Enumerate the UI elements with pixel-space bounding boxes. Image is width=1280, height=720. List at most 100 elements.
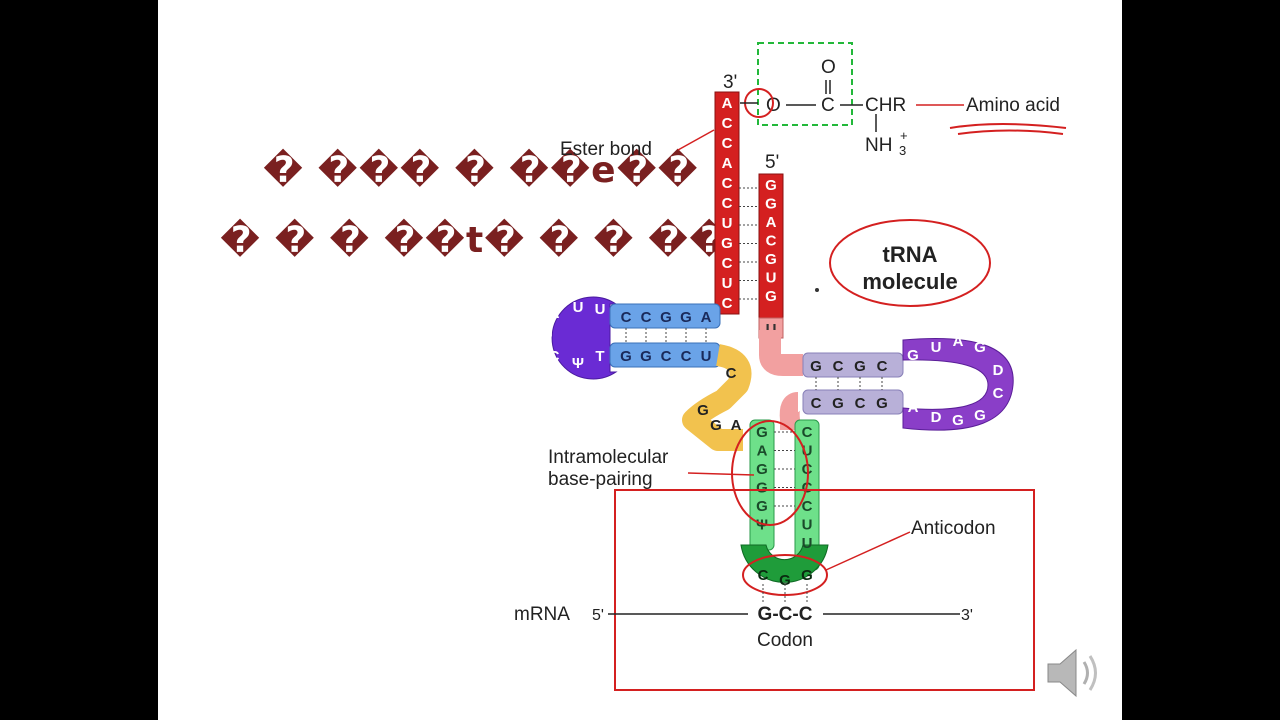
anticodon-stem-right-base: U (802, 517, 813, 534)
acceptor-right-base: A (766, 214, 777, 231)
t-stem-top (802, 352, 904, 378)
d-stem-top-base: C (621, 309, 632, 326)
anticodon-base: G (801, 567, 813, 584)
t-stem-bottom-base: C (855, 395, 866, 412)
anticodon-base: C (758, 567, 769, 584)
acceptor-left-base: U (722, 275, 733, 292)
five-prime-label: 5' (765, 152, 779, 173)
trna-label-line1: tRNA (883, 242, 938, 267)
mrna-5-label: 5' (592, 607, 604, 624)
acceptor-left-strand (714, 91, 740, 315)
overlay-text-line2: � � � ��t� � � �� (220, 220, 731, 261)
t-loop-base: A (908, 399, 919, 416)
connector-d-ac (682, 344, 752, 451)
t-stem-bottom-base: G (876, 395, 888, 412)
acceptor-left-base: C (722, 115, 733, 132)
intramolecular-circle (731, 420, 809, 526)
d-loop (551, 296, 618, 380)
acceptor-left-base: C (722, 175, 733, 192)
amino-acid-box (757, 42, 853, 126)
t-stem-bottom-base: G (832, 395, 844, 412)
t-stem-bottom (802, 389, 904, 415)
mrna-3-label: 3' (961, 607, 973, 624)
acceptor-left-base: G (721, 235, 733, 252)
connector-base: G (710, 417, 722, 434)
nh3-group: NH (865, 135, 892, 156)
trna-diagram: 3' O O C CHR NH 3 + Amino acid Ester bon… (514, 42, 1067, 691)
d-stem-top-base: G (680, 309, 692, 326)
t-loop-base: G (907, 347, 919, 364)
anticodon-label: Anticodon (911, 518, 996, 539)
codon-box (614, 489, 1035, 691)
t-loop-base: U (931, 339, 942, 356)
mrna-label: mRNA (514, 604, 570, 625)
acceptor-right-base: G (765, 196, 777, 213)
t-loop-base: G (952, 412, 964, 429)
d-loop-base: U (595, 301, 606, 318)
acceptor-left-base: C (722, 295, 733, 312)
amino-acid-label: Amino acid (966, 95, 1060, 116)
oxygen-double: O (821, 57, 836, 78)
t-loop-base: D (931, 409, 942, 426)
acceptor-right-base: G (765, 177, 777, 194)
d-stem-bottom-base: G (620, 348, 632, 365)
acceptor-right-base: G (765, 251, 777, 268)
anticodon-stem-right-base: U (802, 443, 813, 460)
d-loop-base: A (549, 305, 560, 322)
t-loop-base: A (953, 333, 964, 350)
anticodon-stem-right-base: C (802, 424, 813, 441)
t-loop-base: D (993, 362, 1004, 379)
anticodon-loop (740, 544, 829, 583)
connector-base: A (731, 417, 742, 434)
anticodon-stem-left-base: Ψ (756, 517, 768, 534)
t-loop (902, 337, 1014, 431)
anticodon-stem-right-base: C (802, 498, 813, 515)
connector-base: C (726, 365, 737, 382)
t-loop-base: G (974, 407, 986, 424)
carbon-atom: C (821, 95, 835, 116)
speaker-icon[interactable] (1044, 644, 1106, 702)
t-stem-bottom-base: C (811, 395, 822, 412)
intramolecular-label-2: base-pairing (548, 469, 653, 490)
acceptor-left-base: U (722, 215, 733, 232)
t-loop-base: C (993, 385, 1004, 402)
intramolecular-label-1: Intramolecular (548, 447, 669, 468)
acceptor-stub (759, 330, 803, 376)
acceptor-right-base: C (766, 233, 777, 250)
codon-sequence: G-C-C (758, 604, 813, 625)
nh3-subscript: 3 (899, 143, 906, 158)
three-prime-label: 3' (723, 72, 737, 93)
nh3-superscript: + (900, 128, 908, 143)
d-loop-base: C (549, 348, 560, 365)
t-loop-base: G (974, 339, 986, 356)
acceptor-left-base: C (722, 135, 733, 152)
d-stem-top-base: C (641, 309, 652, 326)
acceptor-left-base: C (722, 195, 733, 212)
d-loop-base: G (541, 325, 553, 342)
codon-label: Codon (757, 630, 813, 651)
ester-bond-label: Ester bond (560, 139, 652, 160)
acceptor-extra-base: U (766, 321, 777, 338)
d-stem-top-base: G (660, 309, 672, 326)
d-stem-bottom-base: G (640, 348, 652, 365)
amino-acid-underline (949, 123, 1067, 135)
d-stem-top (609, 303, 721, 329)
acceptor-right-base: G (765, 288, 777, 305)
acceptor-right-base: U (766, 270, 777, 287)
d-stem-bottom-base: C (681, 348, 692, 365)
anticodon-stem-left-base: G (756, 424, 768, 441)
slide: � ��� � ��e�� � � � ��t� � � �� 3' O O C… (158, 0, 1122, 720)
t-stem-top-base: C (833, 358, 844, 375)
d-loop-base: T (595, 348, 604, 365)
overlay-text-line1: � ��� � ��e�� (263, 150, 699, 191)
anticodon-base: G (779, 572, 791, 589)
d-loop-base: Ψ (572, 355, 584, 372)
d-loop-base: U (573, 299, 584, 316)
d-stem-top-base: A (701, 309, 712, 326)
acceptor-left-base: C (722, 255, 733, 272)
chr-group: CHR (865, 95, 906, 116)
anticodon-stem-left-base: G (756, 498, 768, 515)
acceptor-right-strand (758, 173, 784, 323)
anticodon-stem-left-base: A (757, 443, 768, 460)
